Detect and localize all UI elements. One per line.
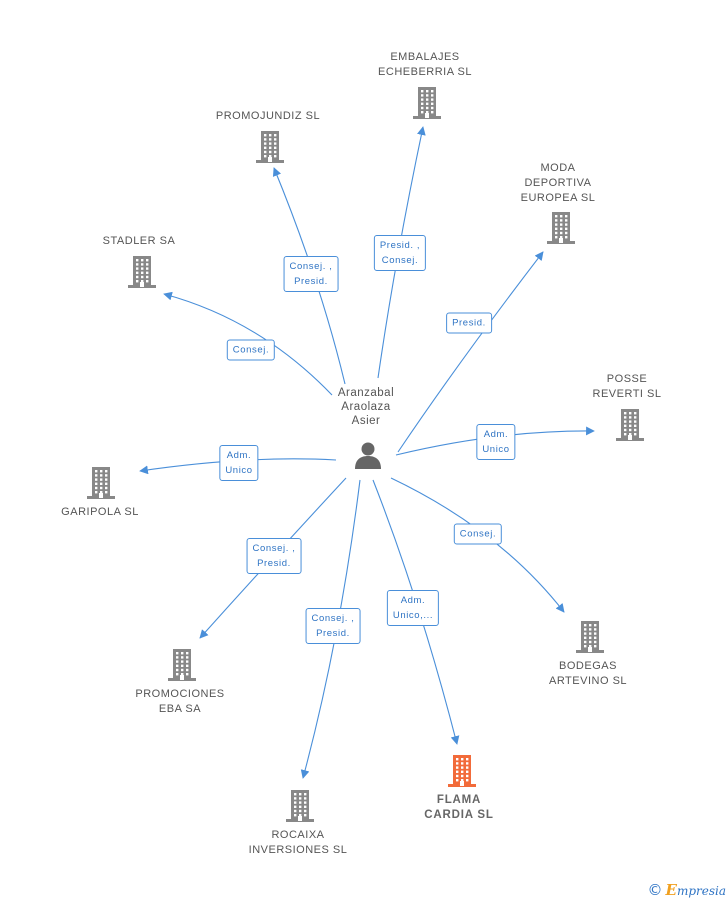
building-icon[interactable] (165, 648, 199, 687)
company-label-promociones[interactable]: PROMOCIONES EBA SA (135, 688, 225, 715)
relation-label-garipola: Adm. Unico (219, 445, 259, 481)
building-icon[interactable] (544, 211, 578, 250)
building-icon[interactable] (573, 620, 607, 659)
copyright-icon: © (647, 881, 663, 899)
relation-label-promociones: Consej. , Presid. (246, 538, 302, 574)
company-label-bodegas[interactable]: BODEGAS ARTEVINO SL (548, 660, 628, 687)
person-icon[interactable] (353, 440, 383, 470)
brand-name: mpresia (676, 884, 726, 898)
company-label-rocaixa[interactable]: ROCAIXA INVERSIONES SL (248, 829, 348, 856)
company-label-embalajes[interactable]: EMBALAJES ECHEBERRIA SL (378, 51, 472, 78)
building-icon[interactable] (410, 86, 444, 125)
building-icon[interactable] (253, 130, 287, 169)
company-label-stadler[interactable]: STADLER SA (102, 235, 176, 247)
edge-moda (397, 251, 544, 453)
relation-label-rocaixa: Consej. , Presid. (305, 608, 361, 644)
relation-label-promojundiz: Consej. , Presid. (283, 256, 339, 292)
relation-label-posse: Adm. Unico (476, 424, 516, 460)
building-icon[interactable] (84, 466, 118, 505)
building-icon[interactable] (125, 255, 159, 294)
company-label-posse[interactable]: POSSE REVERTI SL (592, 373, 662, 400)
company-label-garipola[interactable]: GARIPOLA SL (61, 506, 139, 518)
building-icon[interactable] (613, 408, 647, 447)
relation-label-moda: Presid. (446, 312, 492, 334)
company-label-promojundiz[interactable]: PROMOJUNDIZ SL (215, 110, 321, 122)
center-person-name: Aranzabal Araolaza Asier (337, 387, 395, 427)
empresia-credit[interactable]: ©Empresia (648, 881, 727, 899)
relation-label-embalajes: Presid. , Consej. (373, 235, 427, 271)
relation-label-flama: Adm. Unico,... (386, 590, 440, 626)
building-icon[interactable] (445, 754, 479, 793)
building-icon[interactable] (283, 789, 317, 828)
company-label-moda[interactable]: MODA DEPORTIVA EUROPEA SL (520, 162, 596, 204)
relation-label-stadler: Consej. (226, 339, 276, 361)
relation-label-bodegas: Consej. (453, 523, 503, 545)
company-label-flama[interactable]: FLAMA CARDIA SL (424, 794, 494, 821)
edge-stadler (163, 291, 333, 396)
brand-initial: E (665, 881, 677, 899)
